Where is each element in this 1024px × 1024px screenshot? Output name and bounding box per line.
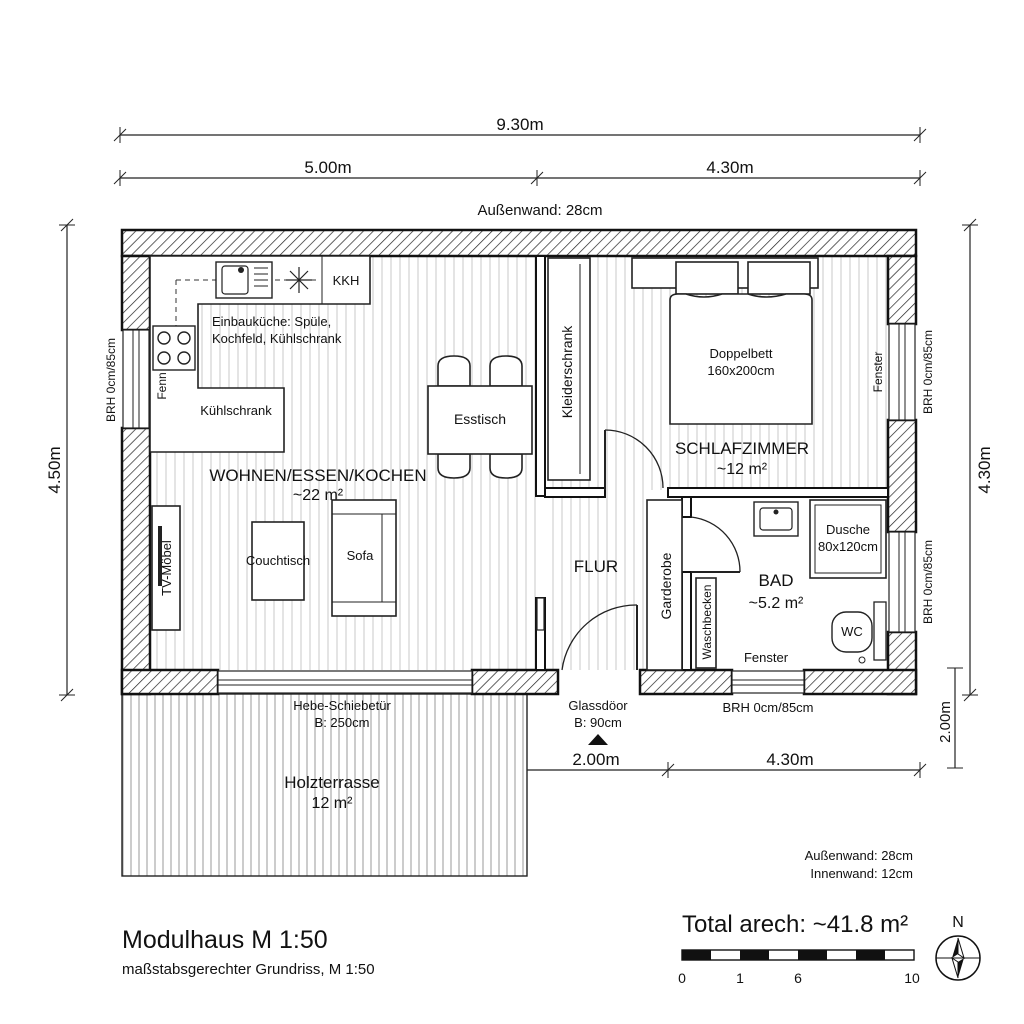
pillow-left — [675, 261, 739, 295]
legend-outer-wall: Außenwand: 28cm — [805, 848, 913, 863]
living-room-area: ~22 m² — [293, 487, 344, 504]
dim-bottom-left: 2.00m — [572, 750, 619, 769]
hall-name: FLUR — [574, 557, 618, 576]
dim-small-right: 2.00m — [937, 701, 954, 743]
left-window-brh: BRH 0cm/85cm — [104, 338, 118, 422]
dining-chairs — [437, 355, 523, 479]
scale-bar — [681, 949, 915, 961]
title-main: Modulhaus M 1:50 — [122, 926, 328, 954]
dim-left-height: 4.50m — [45, 446, 64, 493]
dim-total-width: 9.30m — [496, 115, 543, 134]
dining-table — [427, 385, 533, 455]
living-room-name: WOHNEN/ESSEN/KOCHEN — [209, 466, 426, 485]
wardrobe-label: Kleiderschrank — [559, 325, 575, 419]
sofa-label: Sofa — [347, 548, 375, 563]
window-frames — [122, 323, 916, 694]
outer-wall-label: Außenwand: 28cm — [477, 202, 602, 219]
sliding-door-label-line2: B: 250cm — [315, 715, 370, 730]
tv-screen — [158, 526, 162, 586]
cooktop-icon — [152, 325, 196, 371]
kitchen-label-line2: Kochfeld, Kühlschrank — [212, 331, 342, 346]
snowflake-icon — [286, 267, 312, 293]
terrace-deck — [121, 693, 528, 877]
terrace-area: 12 m² — [312, 795, 354, 812]
tv-furniture — [151, 505, 181, 631]
scale-label-0: 0 — [678, 970, 686, 986]
entrance-arrow-icon — [588, 734, 608, 745]
dimension-lines — [59, 127, 978, 778]
scale-label-1: 1 — [736, 970, 744, 986]
dim-right-height: 4.30m — [975, 446, 994, 493]
sink-icon — [215, 261, 273, 299]
bath-window-brh-side: BRH 0cm/85cm — [921, 540, 935, 624]
sliding-door-label-line1: Hebe-Schiebetür — [293, 698, 391, 713]
shower-size: 80x120cm — [818, 539, 878, 554]
coat-rack-label: Garderobe — [658, 552, 674, 619]
wc-icon — [831, 601, 887, 664]
entry-door-label-line2: B: 90cm — [574, 715, 622, 730]
living-door-frame — [536, 597, 545, 631]
wardrobe — [547, 257, 591, 481]
dim-right-width: 4.30m — [706, 158, 753, 177]
bath-area: ~5.2 m² — [749, 595, 804, 612]
entry-door-swing — [561, 604, 638, 671]
bedroom-name: SCHLAFZIMMER — [675, 439, 809, 458]
north-arrow-icon — [935, 935, 981, 981]
washbasin-counter — [695, 577, 717, 669]
kkh-label: KKH — [333, 273, 360, 288]
dining-table-label: Esstisch — [454, 411, 506, 427]
tv-label: TV-Möbel — [159, 540, 174, 596]
hall-floor — [545, 490, 645, 670]
double-bed — [669, 293, 813, 425]
total-area: Total arech: ~41.8 m² — [682, 911, 908, 938]
outer-walls — [120, 228, 918, 696]
title-sub: maßstabsgerechter Grundriss, M 1:50 — [122, 961, 375, 978]
entry-door-label-line1: Glassdöor — [568, 698, 628, 713]
coffee-table-label: Couchtisch — [246, 553, 310, 568]
fridge-label: Kühlschrank — [200, 403, 272, 418]
bath-door-swing — [690, 516, 741, 573]
sofa — [331, 499, 397, 617]
coffee-table — [251, 521, 305, 601]
kitchen-counter — [149, 255, 371, 453]
pillow-right — [747, 261, 811, 295]
kitchen-label-line1: Einbauküche: Spüle, — [212, 314, 331, 329]
bath-name: BAD — [759, 571, 794, 590]
bedroom-door-swing — [604, 429, 664, 489]
coat-rack — [646, 499, 683, 671]
wc-label: WC — [841, 624, 863, 639]
bed-window-brh: BRH 0cm/85cm — [921, 330, 935, 414]
bed-size: 160x200cm — [707, 363, 774, 378]
bath-window-brh-bottom: BRH 0cm/85cm — [722, 700, 813, 715]
scale-label-10: 10 — [904, 970, 920, 986]
bath-sink-icon — [753, 501, 799, 537]
bedroom-area: ~12 m² — [717, 461, 768, 478]
bath-window-label: Fenster — [744, 650, 789, 665]
north-label: N — [952, 914, 964, 931]
terrace-name: Holzterrasse — [284, 773, 379, 792]
shower — [809, 499, 887, 579]
bed-window-label: Fenster — [871, 352, 885, 393]
dim-bottom-right: 4.30m — [766, 750, 813, 769]
shower-name: Dusche — [826, 522, 870, 537]
fenn-label: Fenn — [155, 372, 169, 399]
washbasin-label: Waschbecken — [700, 585, 714, 660]
scale-label-6: 6 — [794, 970, 802, 986]
bed-name: Doppelbett — [710, 346, 773, 361]
legend-inner-wall: Innenwand: 12cm — [810, 866, 913, 881]
dim-left-width: 5.00m — [304, 158, 351, 177]
